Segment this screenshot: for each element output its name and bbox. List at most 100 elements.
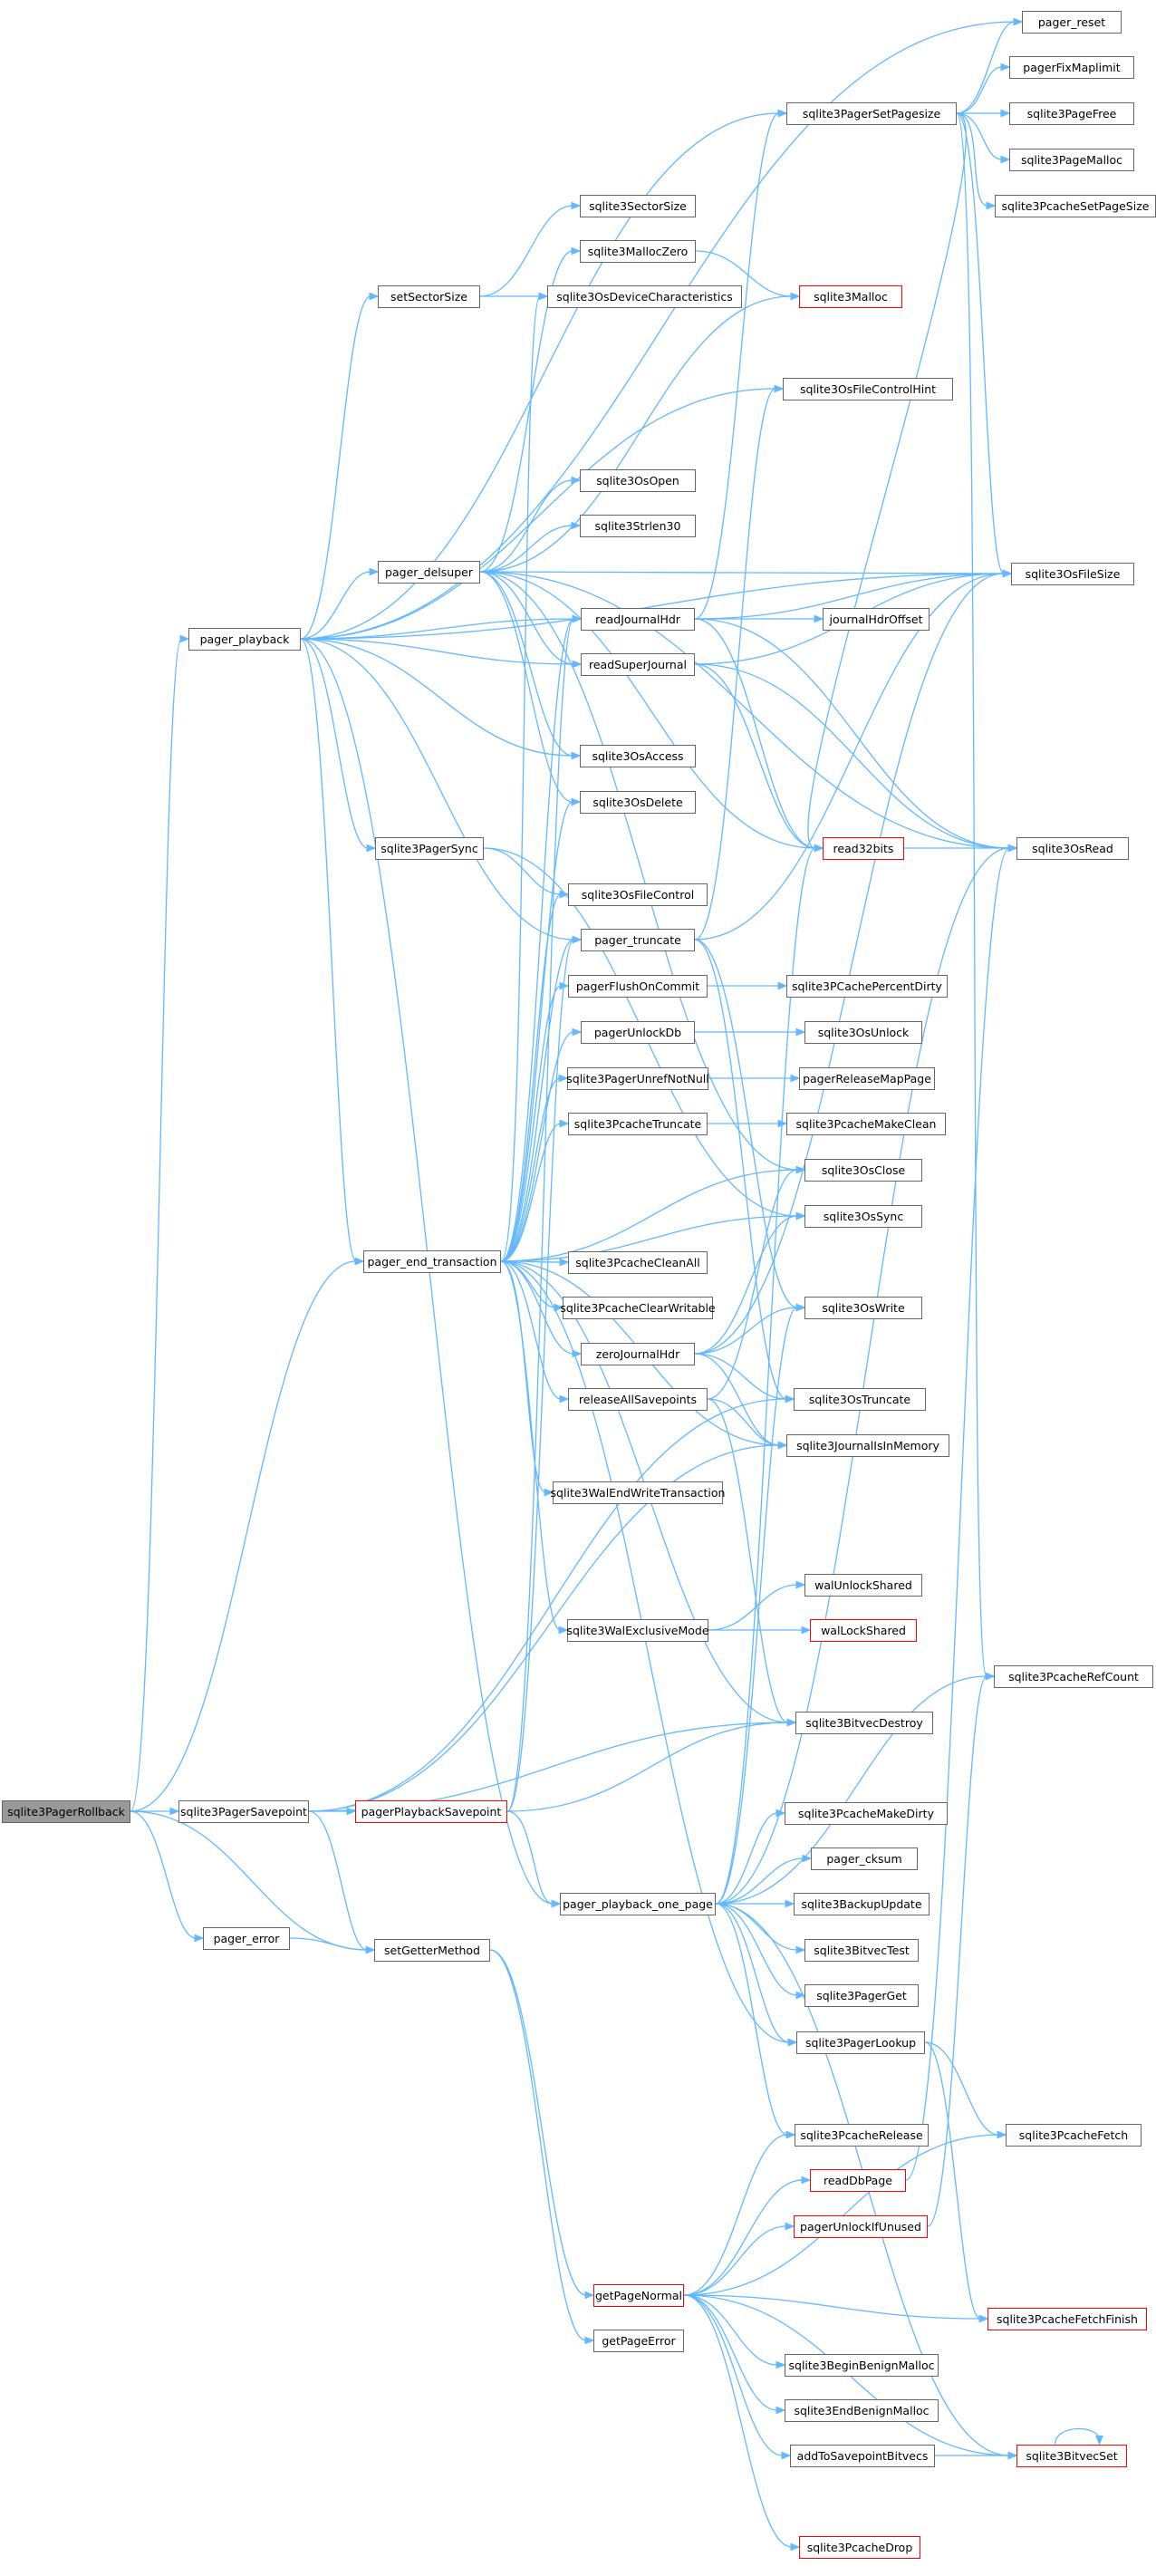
arrowhead: [572, 935, 583, 944]
node-sqlite3-os-open[interactable]: sqlite3OsOpen: [580, 468, 696, 492]
node-set-sector-size[interactable]: setSectorSize: [378, 285, 480, 308]
node-get-page-error[interactable]: getPageError: [593, 2329, 684, 2352]
node-sqlite3-wal-exclusive-mode[interactable]: sqlite3WalExclusiveMode: [566, 1618, 709, 1642]
node-sqlite3-end-benign-malloc[interactable]: sqlite3EndBenignMalloc: [785, 2398, 939, 2422]
node-sqlite3-os-file-size[interactable]: sqlite3OsFileSize: [1011, 562, 1134, 585]
node-sqlite3-malloc[interactable]: sqlite3Malloc: [799, 285, 902, 308]
edge-sqlite3-pager-savepoint-to-sqlite3-journal-is-in-memory: [308, 1444, 780, 1812]
node-sqlite3-os-read[interactable]: sqlite3OsRead: [1016, 836, 1129, 860]
node-read-super-journal[interactable]: readSuperJournal: [581, 652, 695, 676]
arrowhead: [787, 2038, 798, 2047]
node-sqlite3-page-malloc[interactable]: sqlite3PageMalloc: [1009, 148, 1134, 171]
node-pager-reset[interactable]: pager_reset: [1022, 10, 1122, 34]
node-sqlite3-bitvec-set[interactable]: sqlite3BitvecSet: [1016, 2444, 1127, 2467]
node-pager-truncate[interactable]: pager_truncate: [581, 928, 695, 951]
node-sqlite3-bitvec-destroy[interactable]: sqlite3BitvecDestroy: [795, 1711, 933, 1734]
arrowhead: [559, 890, 570, 899]
node-sqlite3-os-truncate[interactable]: sqlite3OsTruncate: [794, 1387, 926, 1411]
node-pager-playback[interactable]: pager_playback: [188, 627, 301, 651]
node-pager-cksum[interactable]: pager_cksum: [811, 1847, 918, 1870]
node-pager-flush-on-commit[interactable]: pagerFlushOnCommit: [568, 974, 708, 998]
edge-pager-unlock-if-unused-to-sqlite3-pcache-ref-count: [927, 1675, 987, 2227]
node-pager-playback-one-page[interactable]: pager_playback_one_page: [560, 1892, 716, 1915]
node-sqlite3-pcache-make-dirty[interactable]: sqlite3PcacheMakeDirty: [785, 1801, 948, 1825]
node-sqlite3-os-write[interactable]: sqlite3OsWrite: [804, 1296, 922, 1319]
edge-get-page-normal-to-sqlite3-pcache-release: [683, 2134, 788, 2296]
arrowhead: [558, 1074, 569, 1083]
node-wal-lock-shared[interactable]: walLockShared: [810, 1618, 917, 1642]
node-sqlite3-bitvec-test[interactable]: sqlite3BitvecTest: [804, 1938, 919, 1962]
edge-read-journal-hdr-to-sqlite3-os-file-size: [694, 573, 1005, 620]
node-sqlite3-wal-end-write-transaction[interactable]: sqlite3WalEndWriteTransaction: [551, 1481, 725, 1504]
node-sqlite3-pcache-clean-all[interactable]: sqlite3PcacheCleanAll: [568, 1250, 708, 1274]
node-sqlite3-os-close[interactable]: sqlite3OsClose: [804, 1158, 922, 1182]
node-sqlite3-pcache-fetch-finish[interactable]: sqlite3PcacheFetchFinish: [987, 2307, 1147, 2330]
edge-pager-end-transaction-to-read-journal-hdr: [500, 618, 574, 1262]
node-sqlite3-os-access[interactable]: sqlite3OsAccess: [580, 744, 696, 767]
arrowhead: [777, 1441, 788, 1450]
node-pager-unlock-db[interactable]: pagerUnlockDb: [581, 1020, 695, 1044]
node-pager-release-map-page[interactable]: pagerReleaseMapPage: [799, 1066, 935, 1090]
edge-get-page-normal-to-pager-unlock-if-unused: [683, 2225, 787, 2296]
node-sqlite3-os-file-control[interactable]: sqlite3OsFileControl: [568, 883, 708, 906]
node-pager-delsuper[interactable]: pager_delsuper: [378, 560, 480, 584]
node-read32bits[interactable]: read32bits: [823, 836, 904, 860]
arrowhead: [785, 2130, 796, 2139]
node-sqlite3-os-unlock[interactable]: sqlite3OsUnlock: [804, 1020, 922, 1044]
node-sqlite3-strlen30[interactable]: sqlite3Strlen30: [580, 514, 696, 537]
node-set-getter-method[interactable]: setGetterMethod: [374, 1938, 490, 1962]
node-sqlite3-pager-get[interactable]: sqlite3PagerGet: [804, 1983, 919, 2007]
edge-pager-playback-savepoint-to-pager-truncate: [506, 939, 574, 1812]
node-sqlite3-pager-savepoint[interactable]: sqlite3PagerSavepoint: [178, 1799, 309, 1823]
node-pager-end-transaction[interactable]: pager_end_transaction: [363, 1249, 501, 1273]
arrowhead: [369, 567, 380, 576]
node-sqlite3-pager-unref-not-null[interactable]: sqlite3PagerUnrefNotNull: [566, 1066, 709, 1090]
arrowhead: [986, 201, 997, 210]
node-zero-journal-hdr[interactable]: zeroJournalHdr: [581, 1342, 695, 1365]
node-sqlite3-os-delete[interactable]: sqlite3OsDelete: [580, 790, 696, 814]
node-sqlite3-pcache-percent-dirty[interactable]: sqlite3PCachePercentDirty: [786, 974, 948, 998]
node-sqlite3-page-free[interactable]: sqlite3PageFree: [1009, 101, 1134, 125]
node-read-db-page[interactable]: readDbPage: [810, 2168, 906, 2192]
node-pager-unlock-if-unused[interactable]: pagerUnlockIfUnused: [794, 2214, 928, 2238]
node-sqlite3-backup-update[interactable]: sqlite3BackupUpdate: [794, 1892, 930, 1915]
node-sqlite3-os-device-characteristics[interactable]: sqlite3OsDeviceCharacteristics: [547, 285, 742, 308]
edge-pager-playback-one-page-to-pager-cksum: [715, 1857, 804, 1905]
node-sqlite3-pcache-truncate[interactable]: sqlite3PcacheTruncate: [568, 1112, 708, 1135]
node-sqlite3-pager-rollback: sqlite3PagerRollback: [2, 1799, 130, 1823]
node-release-all-savepoints[interactable]: releaseAllSavepoints: [568, 1387, 708, 1411]
edge-read-super-journal-to-read32bits: [694, 663, 816, 849]
node-add-to-savepoint-bitvecs[interactable]: addToSavepointBitvecs: [790, 2444, 935, 2467]
node-get-page-normal[interactable]: getPageNormal: [593, 2283, 684, 2307]
edge-pager-end-transaction-to-sqlite3-os-delete: [500, 801, 573, 1262]
node-sqlite3-begin-benign-malloc[interactable]: sqlite3BeginBenignMalloc: [785, 2353, 939, 2377]
node-sqlite3-pager-sync[interactable]: sqlite3PagerSync: [375, 836, 484, 860]
edge-sqlite3-pager-set-pagesize-to-pager-fix-maplimit: [956, 66, 1003, 114]
node-sqlite3-pcache-clear-writable[interactable]: sqlite3PcacheClearWritable: [560, 1296, 716, 1319]
node-sqlite3-malloc-zero[interactable]: sqlite3MallocZero: [580, 239, 696, 263]
arrowhead: [572, 614, 583, 623]
node-sqlite3-sector-size[interactable]: sqlite3SectorSize: [580, 194, 696, 217]
arrowhead: [365, 1945, 376, 1954]
edge-pager-end-transaction-to-sqlite3-os-sync: [500, 1215, 798, 1262]
node-sqlite3-pager-lookup[interactable]: sqlite3PagerLookup: [796, 2031, 925, 2054]
node-wal-unlock-shared[interactable]: walUnlockShared: [804, 1573, 922, 1597]
node-sqlite3-pcache-set-page-size[interactable]: sqlite3PcacheSetPageSize: [995, 194, 1156, 217]
node-sqlite3-journal-is-in-memory[interactable]: sqlite3JournalIsInMemory: [786, 1433, 949, 1457]
node-sqlite3-pcache-make-clean[interactable]: sqlite3PcacheMakeClean: [786, 1112, 946, 1135]
node-sqlite3-os-file-control-hint[interactable]: sqlite3OsFileControlHint: [783, 377, 953, 400]
node-read-journal-hdr[interactable]: readJournalHdr: [581, 607, 695, 631]
node-sqlite3-pcache-drop[interactable]: sqlite3PcacheDrop: [799, 2535, 920, 2559]
node-pager-error[interactable]: pager_error: [203, 1926, 290, 1950]
node-sqlite3-pager-set-pagesize[interactable]: sqlite3PagerSetPagesize: [786, 101, 957, 125]
node-sqlite3-pcache-fetch[interactable]: sqlite3PcacheFetch: [1006, 2123, 1142, 2147]
node-pager-fix-maplimit[interactable]: pagerFixMaplimit: [1009, 55, 1134, 79]
node-sqlite3-pcache-ref-count[interactable]: sqlite3PcacheRefCount: [994, 1664, 1153, 1688]
node-pager-playback-savepoint[interactable]: pagerPlaybackSavepoint: [355, 1799, 507, 1823]
arrowhead: [795, 1945, 806, 1954]
arrowhead: [571, 797, 582, 806]
node-sqlite3-pcache-release[interactable]: sqlite3PcacheRelease: [795, 2123, 929, 2147]
node-sqlite3-os-sync[interactable]: sqlite3OsSync: [804, 1204, 922, 1228]
node-journal-hdr-offset[interactable]: journalHdrOffset: [823, 607, 930, 631]
edge-sqlite3-pager-set-pagesize-to-sqlite3-pcache-set-page-size: [956, 112, 988, 207]
